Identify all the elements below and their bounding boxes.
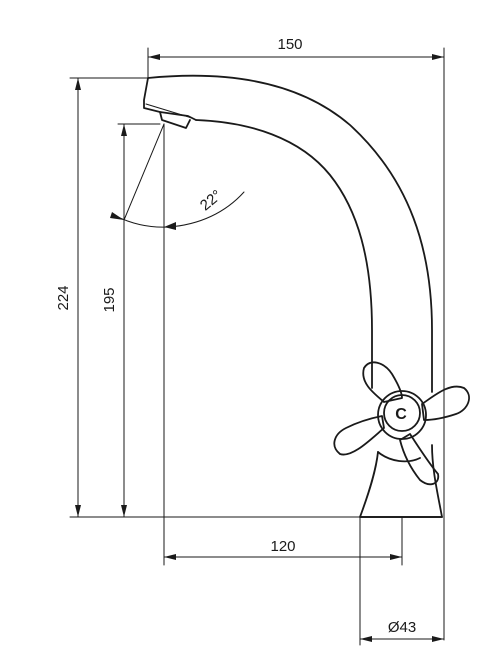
arrow-bottom-195 — [121, 505, 127, 517]
handle-hub-inner — [383, 394, 421, 432]
arrow-angle-right — [164, 222, 176, 230]
spout-tip — [143, 77, 197, 121]
faucet-base — [359, 444, 443, 518]
faucet-outline — [143, 74, 443, 518]
dimension-spout-height: 195 — [101, 123, 161, 518]
dimension-width: 150 — [147, 36, 445, 641]
dimension-label-reach: 120 — [270, 538, 295, 555]
handle-arm-upper-left — [362, 361, 403, 403]
angle-arc — [111, 191, 245, 228]
dimension-label-width: 150 — [277, 36, 302, 53]
arrow-angle-left — [110, 212, 124, 220]
handle-arm-lower-left — [333, 415, 385, 456]
arrow-right — [432, 54, 444, 60]
handle-hub-outer — [377, 390, 427, 440]
spout-outer-edge — [147, 74, 433, 393]
aerator — [159, 111, 191, 129]
spout-inner-edge — [195, 119, 373, 389]
dimension-label-spout-height: 195 — [101, 287, 118, 312]
arrow-reach-left — [164, 554, 176, 560]
arrow-left — [148, 54, 160, 60]
dimension-label-base: Ø43 — [388, 619, 416, 636]
arrow-top-224 — [75, 78, 81, 90]
dimension-reach: 120 — [163, 516, 403, 566]
handle-arm-right — [421, 385, 470, 421]
arrow-reach-right — [390, 554, 402, 560]
angled-flow-line — [123, 123, 165, 221]
handle-arm-lower-right — [399, 433, 440, 486]
dimension-label-total-height: 224 — [55, 285, 72, 310]
aerator-line — [145, 103, 193, 119]
dimension-label-angle: 22° — [197, 187, 225, 215]
base-ring — [377, 451, 421, 463]
dimension-total-height: 224 — [55, 77, 361, 518]
arrow-base-left — [360, 636, 372, 642]
arrow-base-right — [432, 636, 444, 642]
handle-cap-letter: C — [395, 406, 407, 423]
cross-handle[interactable]: C — [333, 361, 470, 486]
arrow-top-195 — [121, 124, 127, 136]
arrow-bottom-224 — [75, 505, 81, 517]
dimension-angle: 22° — [110, 123, 245, 566]
dimension-base-diameter: Ø43 — [359, 516, 445, 646]
